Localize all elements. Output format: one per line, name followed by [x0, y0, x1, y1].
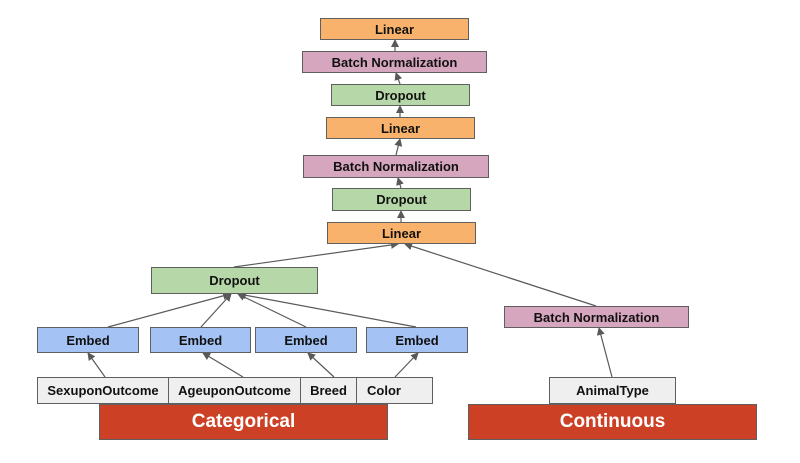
linear-top-node: Linear: [320, 18, 469, 40]
continuous-group-label: Continuous: [468, 404, 757, 440]
embed-node-3: Embed: [255, 327, 357, 353]
edge-input-color-to-embed-4: [394, 352, 419, 378]
categorical-group-label: Categorical: [99, 404, 388, 440]
input-color: Color: [356, 377, 433, 404]
edge-embed-1-to-dropout-cat: [107, 291, 231, 328]
linear-mid-node: Linear: [326, 117, 475, 139]
embed-node-2: Embed: [150, 327, 251, 353]
edge-input-animal-to-bn-cont: [596, 327, 613, 378]
linear-bottom-node: Linear: [327, 222, 476, 244]
batch-norm-mid-node: Batch Normalization: [303, 155, 489, 178]
input-ageuponoutcome: AgeuponOutcome: [168, 377, 301, 404]
dropout-mid-node: Dropout: [332, 188, 471, 211]
edge-input-breed-to-embed-3: [307, 352, 335, 378]
embed-node-4: Embed: [366, 327, 468, 353]
batch-norm-top-node: Batch Normalization: [302, 51, 487, 73]
edge-dropout-mid-to-bn-mid: [396, 177, 404, 189]
dropout-top-node: Dropout: [331, 84, 470, 106]
edge-bn-cont-to-linear-bottom: [404, 242, 597, 307]
dropout-categorical-node: Dropout: [151, 267, 318, 294]
embed-node-1: Embed: [37, 327, 139, 353]
input-animaltype: AnimalType: [549, 377, 676, 404]
input-sexuponoutcome: SexuponOutcome: [37, 377, 169, 404]
input-breed: Breed: [300, 377, 357, 404]
edge-dropout-cat-to-linear-bottom: [233, 241, 399, 268]
edge-embed-3-to-dropout-cat: [237, 293, 307, 328]
edge-dropout-top-to-bn-top: [394, 72, 403, 85]
edge-bn-mid-to-linear-mid: [394, 138, 403, 156]
edge-input-age-to-embed-2: [202, 352, 244, 378]
edge-input-sex-to-embed-1: [87, 352, 106, 378]
edge-embed-4-to-dropout-cat: [238, 291, 417, 328]
batch-norm-continuous-node: Batch Normalization: [504, 306, 689, 328]
edge-embed-2-to-dropout-cat: [200, 293, 232, 328]
